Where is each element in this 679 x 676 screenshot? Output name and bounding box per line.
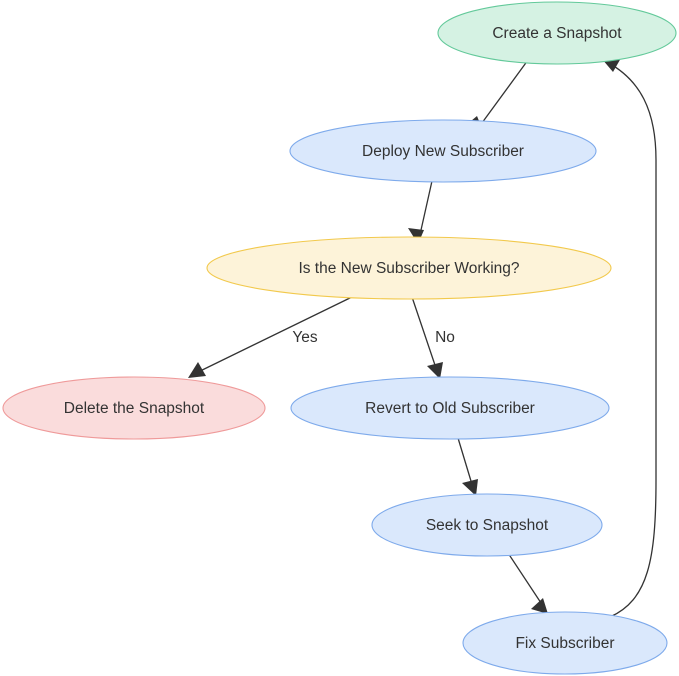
edge-line (478, 59, 529, 128)
edge-label: Yes (292, 329, 318, 346)
edge-line (606, 61, 657, 618)
node-shape-fix-subscriber[interactable] (462, 611, 668, 675)
node-shape-seek-to-snapshot[interactable] (371, 493, 603, 557)
node-label-is-working: Is the New Subscriber Working? (298, 260, 519, 277)
node-shape-deploy-new-subscriber[interactable] (289, 119, 597, 183)
edges-layer: Yes No (188, 58, 657, 618)
node-label-revert-old-subscriber: Revert to Old Subscriber (365, 400, 535, 417)
edge-label: No (435, 329, 455, 346)
node-create-snapshot[interactable]: Create a Snapshot (437, 1, 677, 65)
arrowhead-icon (408, 228, 424, 244)
edge-line (418, 180, 433, 240)
edge-line (507, 552, 546, 610)
node-shape-create-snapshot[interactable] (437, 1, 677, 65)
node-seek-to-snapshot[interactable]: Seek to Snapshot (371, 493, 603, 557)
arrowhead-icon (462, 479, 478, 496)
node-label-seek-to-snapshot: Seek to Snapshot (426, 517, 549, 534)
node-label-delete-snapshot: Delete the Snapshot (64, 400, 205, 417)
node-is-working[interactable]: Is the New Subscriber Working? (206, 236, 612, 300)
node-revert-old-subscriber[interactable]: Revert to Old Subscriber (290, 376, 610, 440)
edge-deploy-new-subscriber-to-is-working (408, 180, 433, 244)
node-label-create-snapshot: Create a Snapshot (492, 25, 622, 42)
arrowhead-icon (188, 362, 206, 378)
edge-fix-subscriber-to-create-snapshot (602, 58, 657, 618)
edge-seek-to-snapshot-to-fix-subscriber (507, 552, 548, 614)
node-label-deploy-new-subscriber: Deploy New Subscriber (362, 143, 524, 160)
node-label-fix-subscriber: Fix Subscriber (515, 635, 614, 652)
arrowhead-icon (531, 598, 548, 614)
node-shape-delete-snapshot[interactable] (2, 376, 266, 440)
edge-line (411, 296, 439, 375)
edge-is-working-to-delete-snapshot: Yes (188, 295, 355, 378)
edge-line (191, 295, 355, 376)
edge-is-working-to-revert-old-subscriber: No (411, 296, 455, 379)
node-deploy-new-subscriber[interactable]: Deploy New Subscriber (289, 119, 597, 183)
node-shape-is-working[interactable] (206, 236, 612, 300)
node-delete-snapshot[interactable]: Delete the Snapshot (2, 376, 266, 440)
node-shape-revert-old-subscriber[interactable] (290, 376, 610, 440)
arrowhead-icon (427, 362, 443, 379)
edge-revert-old-subscriber-to-seek-to-snapshot (457, 437, 478, 496)
node-fix-subscriber[interactable]: Fix Subscriber (462, 611, 668, 675)
